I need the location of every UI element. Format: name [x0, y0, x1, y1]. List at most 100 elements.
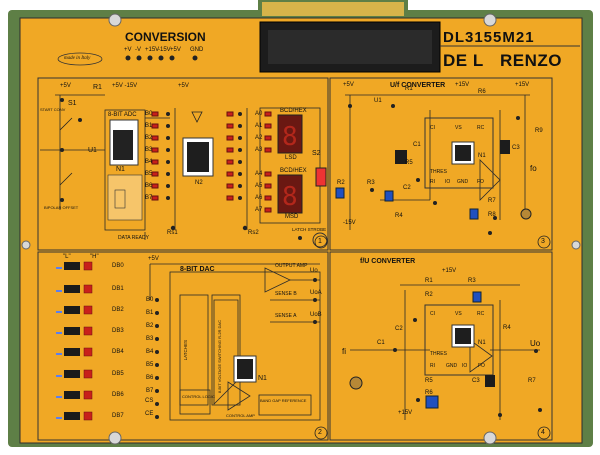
uf-part: N1	[478, 153, 486, 159]
dac-block: BAND GAP REFERENCE	[260, 398, 307, 403]
uf-supply: +15V	[455, 82, 470, 88]
dac-bit-d: DB7	[112, 413, 124, 419]
dac-ce: CE	[145, 411, 154, 417]
made-in-label: made in Italy	[64, 56, 91, 61]
fu-part: R6	[425, 390, 433, 396]
fu-supply: +15V	[398, 410, 413, 416]
adc-u1: U1	[88, 147, 97, 154]
adc-pin-b: B3	[145, 147, 153, 153]
fu-part: IO	[462, 363, 468, 369]
dac-bit-b: B3	[146, 336, 154, 342]
adc-pin-b: B2	[145, 135, 153, 141]
adc-pin-b: B0	[145, 111, 153, 117]
fu-part: RC	[477, 311, 485, 317]
uf-part: CI	[430, 125, 435, 131]
dac-bit-d: DB0	[112, 263, 124, 269]
dac-block: 8-BIT VOLTAGE SWITCHING R-2R DAC	[217, 320, 222, 394]
adc-pin-a: A3	[255, 147, 263, 153]
dac-out-label: Uo	[310, 268, 318, 274]
uf-part: R2	[337, 180, 345, 186]
adc-pin-b: B1	[145, 123, 153, 129]
dac-bit-b: B7	[146, 388, 154, 394]
fu-part: R5	[425, 378, 433, 384]
adc-pin-a: A7	[255, 207, 263, 213]
section-number: 4	[541, 429, 545, 436]
adc-pin-a: A5	[255, 183, 263, 189]
adc-s1: S1	[68, 100, 77, 107]
adc-pin-a: A4	[255, 171, 263, 177]
uf-part: C3	[512, 145, 520, 151]
uf-supply: -15V	[343, 220, 356, 226]
fu-supply: +15V	[442, 268, 457, 274]
adc-n1: N1	[116, 166, 125, 173]
svg-text:8: 8	[282, 182, 298, 212]
adc-input-label: +5V	[178, 83, 189, 89]
brand-name-right: RENZO	[500, 51, 562, 70]
dac-out-label: UoB	[310, 312, 322, 318]
dac-bit-d: DB2	[112, 307, 124, 313]
adc-pin-b: B6	[145, 183, 153, 189]
dac-bit-b: B6	[146, 375, 154, 381]
model-number: DL3155M21	[443, 29, 535, 46]
adc-pin-a: A6	[255, 195, 263, 201]
adc-pin-b: B4	[145, 159, 153, 165]
fu-part: C3	[472, 378, 480, 384]
dac-out-label: UoA	[310, 290, 322, 296]
dac-label: 8-BIT DAC	[180, 266, 215, 273]
adc-start: START CONV	[40, 107, 66, 112]
uf-part: VS	[455, 125, 462, 131]
fu-part: THRES	[430, 351, 447, 357]
uf-part: GND	[457, 179, 469, 185]
dac-block: CONTROL AMP	[226, 413, 255, 418]
dac-bit-b: B2	[146, 323, 154, 329]
adc-pin-a: A1	[255, 123, 263, 129]
dac-bit-b: B0	[146, 297, 154, 303]
adc-pin-a: A2	[255, 135, 263, 141]
fu-part: R7	[528, 378, 536, 384]
fu-part: R4	[503, 325, 511, 331]
dac-bit-b: B1	[146, 310, 154, 316]
section-number: 2	[318, 429, 322, 436]
fu-part: N1	[478, 340, 486, 346]
fu-part: GND	[446, 363, 458, 369]
fu-part: C1	[377, 340, 385, 346]
adc-bipolar: BIPOLAR OFFSET	[44, 205, 79, 210]
fu-label: f/U CONVERTER	[360, 258, 416, 265]
adc-r1: R1	[93, 84, 102, 91]
adc-pin-b: B7	[145, 195, 153, 201]
adc-msd: MSD	[285, 214, 299, 220]
uf-part: U1	[374, 98, 382, 104]
dac-bit-d: DB4	[112, 349, 124, 355]
uf-part: R5	[405, 160, 413, 166]
adc-pin-b: B5	[145, 171, 153, 177]
adc-data-ready: DATA READY	[118, 235, 149, 241]
dac-output: OUTPUT AMP	[275, 263, 308, 269]
dac-block: CONTROL LOGIC	[182, 394, 215, 399]
dac-level-l: "L"	[63, 254, 71, 260]
fu-uo: Uo	[530, 339, 541, 348]
section-number: 3	[541, 238, 545, 245]
dac-bit-d: DB5	[112, 371, 124, 377]
uf-part: IO	[445, 179, 451, 185]
adc-res-1: Rs1	[167, 230, 178, 236]
dac-n1: N1	[258, 375, 267, 382]
fu-part: R3	[468, 278, 476, 284]
uf-part: R3	[367, 180, 375, 186]
uf-supply: +15V	[515, 82, 530, 88]
uf-part: RI	[430, 179, 435, 185]
uf-part: FO	[477, 179, 484, 185]
dac-block: LATCHES	[183, 340, 188, 361]
dac-bit-d: DB6	[112, 392, 124, 398]
fu-part: R1	[425, 278, 433, 284]
adc-latch: LATCH STROBE	[292, 227, 327, 232]
uf-part: R7	[488, 198, 496, 204]
dac-cs: CS	[145, 398, 154, 404]
brand-name-left: DE L	[443, 51, 484, 70]
adc-lsd: LSD	[285, 155, 297, 161]
supply-label: +15V	[145, 47, 160, 53]
supply-label: -V	[135, 47, 141, 53]
adc-supply: +5V -15V	[112, 83, 138, 89]
adc-label: 8-BIT ADC	[108, 112, 137, 118]
supply-label: +5V	[170, 47, 181, 53]
